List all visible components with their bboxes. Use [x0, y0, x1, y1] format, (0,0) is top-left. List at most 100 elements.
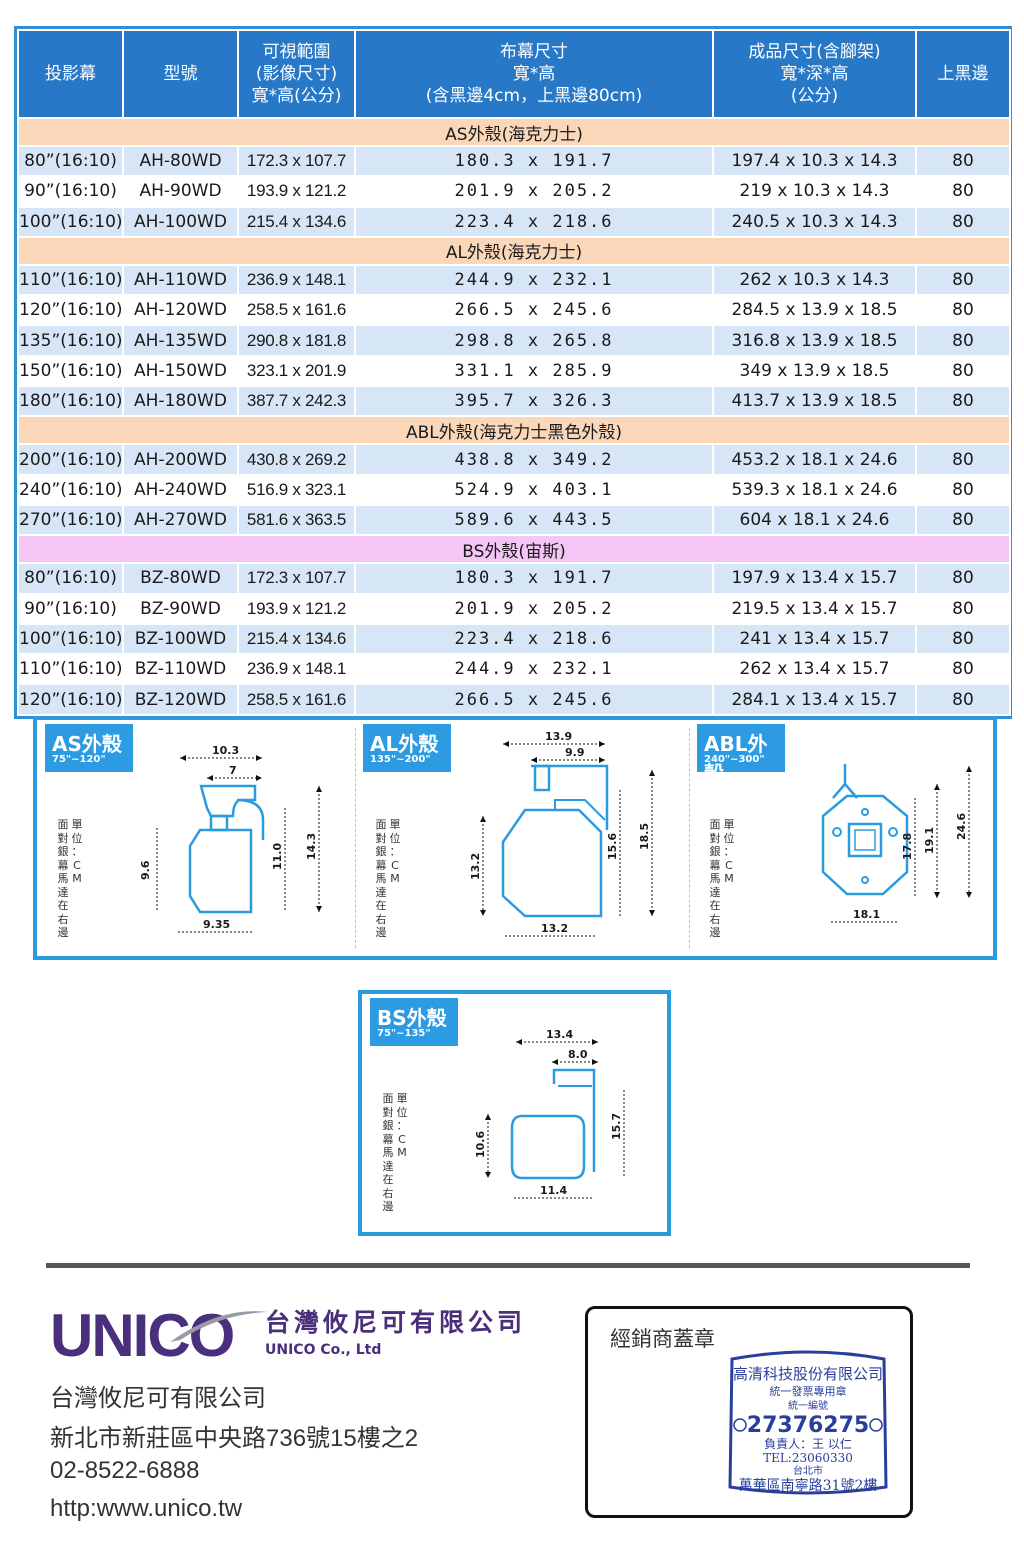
row-cloth-size: 223.4 x 218.6	[354, 205, 714, 238]
abl-dim-bottom-width: 18.1	[853, 908, 880, 921]
al-dim-left-height: 13.2	[469, 853, 482, 880]
bs-housing-drawing: 13.4 8.0 10.6 15.7 11.4	[474, 1028, 625, 1199]
row-product-size: 604 x 18.1 x 24.6	[712, 503, 917, 537]
abl-dim-total-height: 24.6	[955, 813, 968, 840]
row-screen: 110”(16:10)	[17, 263, 124, 297]
al-diagram-range: 135"~200"	[370, 754, 431, 765]
row-image-size: 258.5 x 161.6	[237, 294, 356, 327]
company-name-en: UNICO Co., Ltd	[265, 1342, 382, 1358]
table-header-row: 投影幕 型號 可視範圍 (影像尺寸) 寬*高(公分) 布幕尺寸 寬*高 (含黑邊…	[17, 29, 1011, 119]
diagram-divider	[355, 728, 356, 948]
row-screen: 110”(16:10)	[17, 653, 124, 686]
row-model: AH-100WD	[122, 205, 239, 238]
row-model: AH-270WD	[122, 503, 239, 537]
header-product-line2: 寬*深*高	[780, 64, 849, 84]
row-model: AH-240WD	[122, 473, 239, 506]
row-screen: 80”(16:10)	[17, 144, 124, 178]
row-screen: 200”(16:10)	[17, 443, 124, 476]
row-model: AH-150WD	[122, 354, 239, 388]
as-note-facing: 面對銀幕馬達在右邊	[57, 818, 69, 939]
row-cloth-size: 266.5 x 245.6	[354, 294, 714, 327]
section-title: BS外殼(宙斯)	[17, 534, 1011, 565]
row-image-size: 236.9 x 148.1	[237, 653, 356, 686]
header-screen: 投影幕	[17, 29, 124, 119]
as-diagram-range: 75"~120"	[52, 754, 106, 765]
row-image-size: 516.9 x 323.1	[237, 473, 356, 506]
row-product-size: 316.8 x 13.9 x 18.5	[712, 324, 917, 357]
row-top-black: 80	[915, 443, 1011, 476]
row-model: AH-135WD	[122, 324, 239, 357]
row-model: BZ-100WD	[122, 622, 239, 656]
header-cloth-line3: (含黑邊4cm，上黑邊80cm)	[425, 86, 643, 106]
row-top-black: 80	[915, 205, 1011, 238]
as-dim-body-height: 11.0	[271, 843, 284, 870]
row-product-size: 262 x 10.3 x 14.3	[712, 263, 917, 297]
bs-dim-total-height: 15.7	[610, 1113, 623, 1140]
row-cloth-size: 298.8 x 265.8	[354, 324, 714, 357]
company-name-cn: 台灣攸尼可有限公司	[265, 1308, 527, 1337]
footer-divider	[46, 1263, 970, 1268]
stamp-flower-icon-right	[869, 1418, 883, 1432]
row-top-black: 80	[915, 592, 1011, 625]
header-product-line3: (公分)	[790, 86, 839, 106]
row-screen: 180”(16:10)	[17, 385, 124, 418]
section-title: ABL外殼(海克力士黑色外殼)	[17, 415, 1011, 446]
al-diagram-title: AL外殼	[370, 732, 439, 756]
row-model: AH-180WD	[122, 385, 239, 418]
row-product-size: 262 x 13.4 x 15.7	[712, 653, 917, 686]
row-product-size: 453.2 x 18.1 x 24.6	[712, 443, 917, 476]
stamp-tax-label: 統一編號	[788, 1399, 828, 1412]
row-product-size: 219.5 x 13.4 x 15.7	[712, 592, 917, 625]
dealer-stamp-box: 經銷商蓋章 高清科技股份有限公司 統一發票專用章 統一編號 27376275 負…	[585, 1306, 913, 1518]
row-top-black: 80	[915, 622, 1011, 656]
unico-logo: UNICO	[50, 1302, 268, 1362]
header-product-size: 成品尺寸(含腳架) 寬*深*高 (公分)	[712, 29, 917, 119]
company-website[interactable]: http:www.unico.tw	[50, 1495, 243, 1522]
row-screen: 100”(16:10)	[17, 205, 124, 238]
stamp-city: 台北市	[793, 1464, 823, 1477]
row-screen: 80”(16:10)	[17, 562, 124, 595]
section-header-row: BS外殼(宙斯)	[17, 534, 1011, 565]
row-screen: 100”(16:10)	[17, 622, 124, 656]
row-cloth-size: 438.8 x 349.2	[354, 443, 714, 476]
bs-dim-bottom-width: 11.4	[540, 1184, 567, 1197]
row-cloth-size: 266.5 x 245.6	[354, 683, 714, 716]
al-diagram-tag: AL外殼 135"~200"	[363, 724, 451, 772]
row-product-size: 197.9 x 13.4 x 15.7	[712, 562, 917, 595]
as-diagram-title: AS外殼	[52, 732, 122, 756]
al-dim-inner: 9.9	[565, 746, 585, 759]
row-cloth-size: 223.4 x 218.6	[354, 622, 714, 656]
row-cloth-size: 589.6 x 443.5	[354, 503, 714, 537]
row-product-size: 241 x 13.4 x 15.7	[712, 622, 917, 656]
row-product-size: 349 x 13.9 x 18.5	[712, 354, 917, 388]
row-top-black: 80	[915, 144, 1011, 178]
row-image-size: 193.9 x 121.2	[237, 592, 356, 625]
row-top-black: 80	[915, 473, 1011, 506]
section-header-row: ABL外殼(海克力士黑色外殼)	[17, 415, 1011, 446]
as-dim-total-height: 14.3	[305, 833, 318, 860]
row-screen: 270”(16:10)	[17, 503, 124, 537]
row-product-size: 284.1 x 13.4 x 15.7	[712, 683, 917, 716]
header-product-line1: 成品尺寸(含腳架)	[748, 42, 881, 62]
row-image-size: 215.4 x 134.6	[237, 622, 356, 656]
row-image-size: 172.3 x 107.7	[237, 562, 356, 595]
row-cloth-size: 180.3 x 191.7	[354, 144, 714, 178]
row-screen: 150”(16:10)	[17, 354, 124, 388]
company-name: 台灣攸尼可有限公司	[50, 1385, 266, 1412]
stamp-flower-icon-left	[733, 1418, 747, 1432]
dealer-stamp: 高清科技股份有限公司 統一發票專用章 統一編號 27376275 負責人：王 以…	[728, 1350, 888, 1495]
